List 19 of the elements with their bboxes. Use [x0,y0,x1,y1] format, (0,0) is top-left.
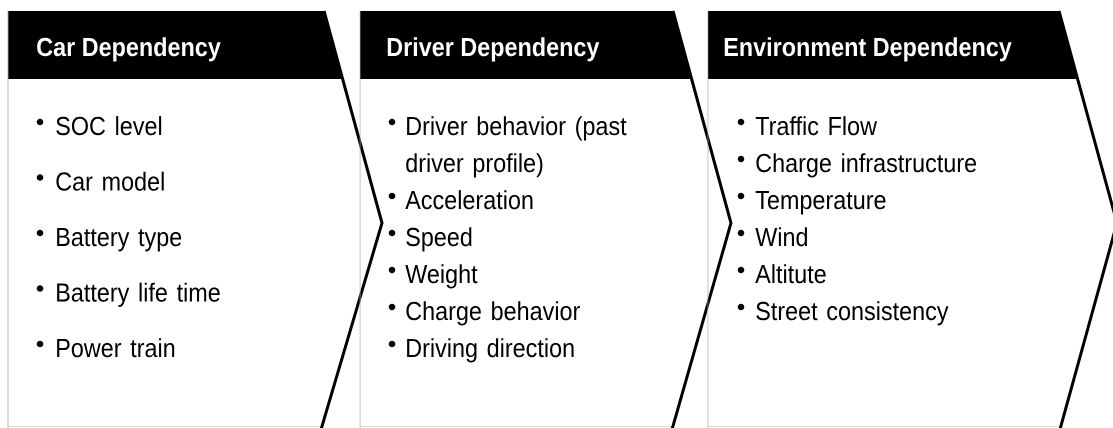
node-label: Charge behavior [406,301,580,326]
node-label: Wind [755,227,808,247]
node-label: Charge infrastructure [756,153,977,178]
node-label: Car model [56,171,164,191]
node-label: Driver behavior (past driver profile) [406,116,627,178]
node-label: Battery type [57,228,182,252]
node-label: Weight [405,264,478,289]
node-label: Traffic Flow [755,116,878,136]
node-label: Acceleration [405,190,533,210]
node-label: SOC level [56,116,162,136]
node-label: Battery life time [57,282,220,307]
node-label: Driving direction [407,338,574,363]
node-label: Speed [406,227,472,252]
chevron-panel: Car Dependency SOC level Car model Battery type Battery life time Power train [7,10,384,428]
node-label: Temperature [755,191,886,215]
node-label: Altitute [755,264,826,284]
node-label: Street consistency [756,301,949,326]
node-label: Power train [57,338,175,358]
chevron-panel: Environment Dependency Traffic Flow Charge infrastructure Temperature Wind Altitute Street consistency [707,10,1113,428]
